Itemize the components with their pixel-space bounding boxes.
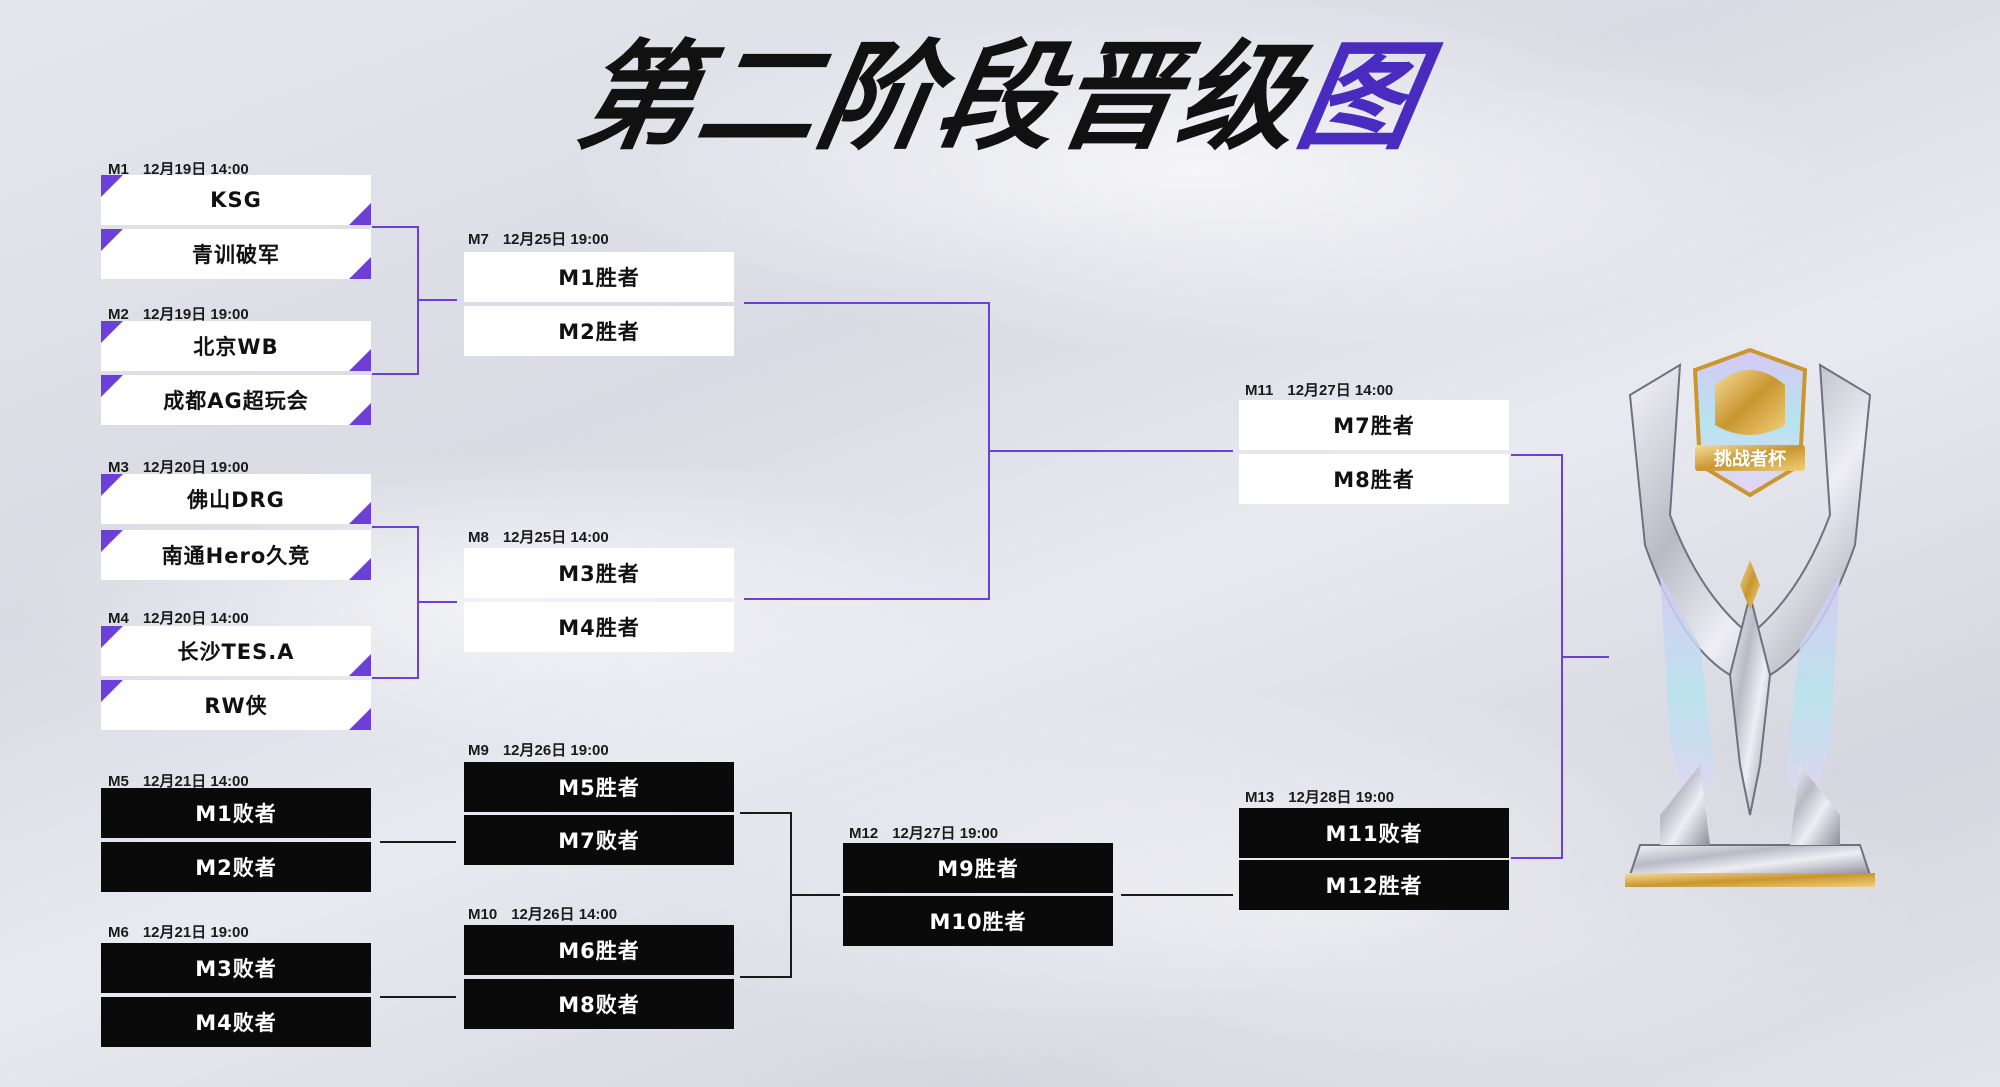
m2-team-top[interactable]: 北京WB — [101, 321, 371, 371]
m12-team-top[interactable]: M9胜者 — [843, 843, 1113, 893]
m13-team-bottom[interactable]: M12胜者 — [1239, 860, 1509, 910]
connector-m9-out — [740, 812, 792, 814]
m3-team-bottom[interactable]: 南通Hero久竞 — [101, 530, 371, 580]
m4-team-top[interactable]: 长沙TES.A — [101, 626, 371, 676]
m12-team-bottom[interactable]: M10胜者 — [843, 896, 1113, 946]
connector-m1-out — [372, 226, 418, 228]
title-main: 第二阶段晋级 — [567, 28, 1313, 166]
m3-team-top[interactable]: 佛山DRG — [101, 474, 371, 524]
connector-m3-out — [372, 526, 418, 528]
m2-team-bottom[interactable]: 成都AG超玩会 — [101, 375, 371, 425]
connector-m12-m13 — [1121, 894, 1233, 896]
connector-m4-out — [372, 677, 418, 679]
m13-team-top[interactable]: M11败者 — [1239, 808, 1509, 858]
connector-m7-out — [744, 302, 990, 304]
m11-team-bottom[interactable]: M8胜者 — [1239, 454, 1509, 504]
connector-m13-out — [1511, 857, 1563, 859]
connector-m8-in — [417, 601, 457, 603]
title-accent: 图 — [1287, 28, 1433, 166]
connector-trophy-in — [1561, 656, 1609, 658]
connector-m10-out — [740, 976, 792, 978]
connector-m5-m9 — [380, 841, 456, 843]
m4-team-bottom[interactable]: RW侠 — [101, 680, 371, 730]
m6-team-top[interactable]: M3败者 — [101, 943, 371, 993]
m11-team-top[interactable]: M7胜者 — [1239, 400, 1509, 450]
connector-m2-out — [372, 373, 418, 375]
m6-team-bottom[interactable]: M4败者 — [101, 997, 371, 1047]
trophy-text: 挑战者杯 — [1714, 448, 1787, 470]
m8-team-bottom[interactable]: M4胜者 — [464, 602, 734, 652]
m1-team-bottom[interactable]: 青训破军 — [101, 229, 371, 279]
m9-team-bottom[interactable]: M7败者 — [464, 815, 734, 865]
m10-team-top[interactable]: M6胜者 — [464, 925, 734, 975]
page-title: 第二阶段晋级图 — [0, 28, 2000, 166]
connector-m12-in — [790, 894, 840, 896]
connector-m7-in — [417, 299, 457, 301]
m1-team-top[interactable]: KSG — [101, 175, 371, 225]
connector-m6-m10 — [380, 996, 456, 998]
trophy-icon: 挑战者杯 — [1625, 347, 1875, 887]
connector-m11-in — [988, 450, 1233, 452]
m5-team-bottom[interactable]: M2败者 — [101, 842, 371, 892]
m9-team-top[interactable]: M5胜者 — [464, 762, 734, 812]
connector-m11-out — [1511, 454, 1563, 456]
m5-team-top[interactable]: M1败者 — [101, 788, 371, 838]
connector-m8-out — [744, 598, 990, 600]
m7-team-top[interactable]: M1胜者 — [464, 252, 734, 302]
m7-team-bottom[interactable]: M2胜者 — [464, 306, 734, 356]
m8-team-top[interactable]: M3胜者 — [464, 548, 734, 598]
m10-team-bottom[interactable]: M8败者 — [464, 979, 734, 1029]
